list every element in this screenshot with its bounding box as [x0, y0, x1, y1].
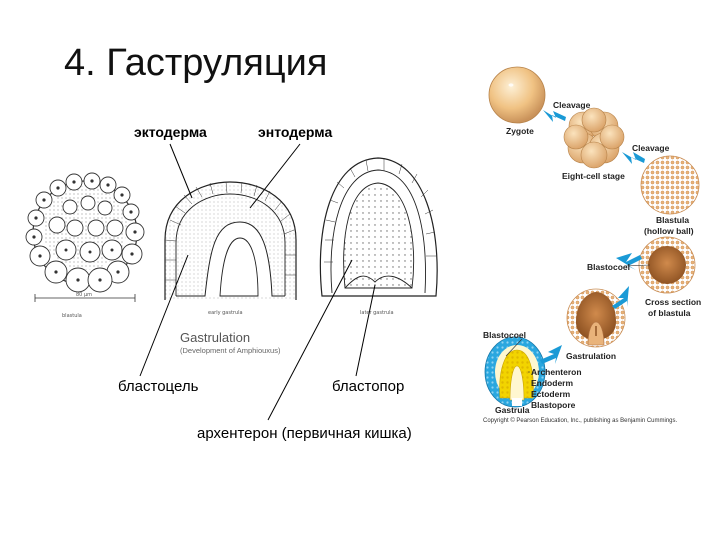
blastocoel-label: бластоцель [118, 378, 199, 395]
eight-cell-label: Eight-cell stage [562, 171, 625, 181]
figure-heading: Gastrulation [180, 330, 251, 345]
gastrula-label: Gastrula [495, 405, 530, 415]
blastopore-label-en: Blastopore [531, 400, 576, 410]
zygote-label: Zygote [506, 126, 534, 136]
blastula-label: Blastula [656, 215, 690, 225]
cleavage-label-2: Cleavage [632, 143, 670, 153]
blastula-caption: blastula [62, 313, 82, 319]
figure-subheading: (Development of Amphiouxus) [180, 346, 281, 355]
cross-section-label: Cross section [645, 297, 702, 307]
early-gastrula-drawing [164, 181, 297, 300]
later-gastrula-drawing [319, 157, 438, 297]
archenteron-label: архентерон (первичная кишка) [197, 425, 412, 442]
ectoderm-label: эктодерма [134, 124, 207, 140]
scale-bar-label: 80 µm [76, 292, 93, 298]
copyright-notice: Copyright © Pearson Education, Inc., pub… [483, 418, 678, 424]
blastocoel-label-en-2: Blastocoel [483, 330, 526, 340]
gastrulation-label: Gastrulation [566, 351, 617, 361]
ectoderm-label-en: Ectoderm [531, 389, 571, 399]
hollow-ball-label: (hollow ball) [644, 226, 694, 236]
cross-section-label-2: of blastula [648, 308, 691, 318]
blastocoel-label-en-1: Blastocoel [587, 262, 630, 272]
endoderm-label-en: Endoderm [531, 378, 574, 388]
archenteron-label-en: Archenteron [531, 367, 582, 377]
sequence-arrows [540, 110, 645, 364]
cleavage-label-1: Cleavage [553, 100, 591, 110]
blastula-drawing [25, 172, 145, 302]
early-gastrula-caption: early gastrula [208, 310, 243, 316]
right-leader-lines [505, 264, 651, 373]
development-sequence [484, 66, 700, 408]
blastopore-label: бластопор [332, 378, 405, 395]
leader-lines [139, 143, 376, 421]
endoderm-label: энтодерма [258, 124, 333, 140]
slide-title: 4. Гаструляция [64, 42, 328, 84]
later-gastrula-caption: later gastrula [360, 310, 394, 316]
